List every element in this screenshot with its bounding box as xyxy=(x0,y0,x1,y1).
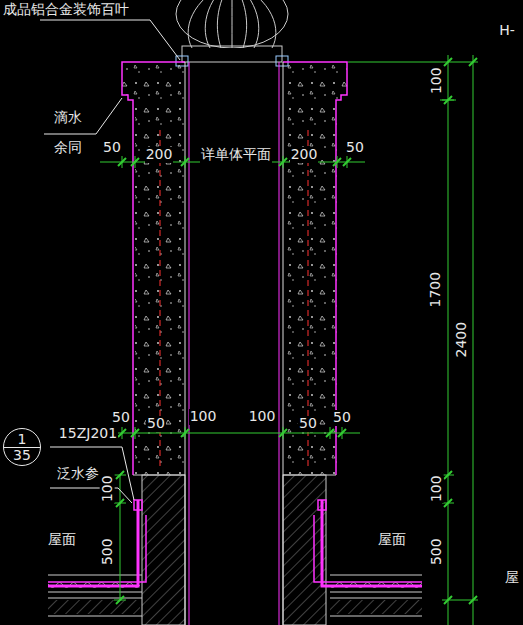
sealant xyxy=(134,500,142,510)
grid-label: H- xyxy=(498,23,516,38)
dimension-line xyxy=(442,55,478,625)
dimension-text: 100 xyxy=(428,475,443,504)
callout-text: 泛水参 xyxy=(56,466,100,481)
dimension-text: 1700 xyxy=(428,271,443,309)
flashing xyxy=(322,500,422,586)
brick-wall xyxy=(283,475,326,625)
dimension-tick xyxy=(116,58,477,604)
dimension-text: 100 xyxy=(248,409,277,424)
dimension-text: 50 xyxy=(102,140,122,155)
callout-number: 35 xyxy=(4,448,40,462)
roof-slab xyxy=(330,578,422,590)
roof-label: 屋面 xyxy=(377,532,407,547)
dimension-tick xyxy=(444,58,477,604)
dimension-text: 100 xyxy=(99,475,114,504)
dimension-text: 50 xyxy=(332,410,352,425)
ventilator xyxy=(188,0,276,48)
brick-wall xyxy=(142,475,185,625)
dimension-line xyxy=(473,55,474,625)
dimension-text: 50 xyxy=(146,416,166,431)
dimension-text: 2400 xyxy=(454,321,469,359)
detail-callout: 135 xyxy=(3,428,41,466)
flue-finish xyxy=(279,62,280,625)
dimension-line xyxy=(348,62,442,63)
leader-line xyxy=(50,488,132,503)
concrete-wall xyxy=(122,62,347,475)
dimension-text: 50 xyxy=(298,416,318,431)
callout-text: 余同 xyxy=(53,140,83,155)
flue-finish xyxy=(189,62,190,625)
flue-wall xyxy=(185,62,186,625)
flue-wall xyxy=(283,62,284,625)
roof-label: 屋面 xyxy=(47,532,77,547)
dimension-line xyxy=(100,55,478,625)
dimension-text: 50 xyxy=(111,410,131,425)
dimension-text: 100 xyxy=(189,409,218,424)
dimension-text: 200 xyxy=(290,147,319,162)
roof-slab xyxy=(48,575,422,616)
dimension-text: 200 xyxy=(145,147,174,162)
roof-slab xyxy=(48,600,140,614)
roof-slab xyxy=(48,578,140,590)
leader-line xyxy=(40,20,180,503)
dimension-line xyxy=(114,475,126,600)
callout-text: 成品铝合金装饰百叶 xyxy=(2,2,130,17)
leader-line xyxy=(40,20,180,60)
concrete-wall xyxy=(122,62,185,475)
roof-label: 屋 xyxy=(504,570,520,585)
roof-slab xyxy=(48,575,422,616)
leader-line xyxy=(44,98,122,134)
dimension-text: 100 xyxy=(428,67,443,96)
dimension-text: 50 xyxy=(345,140,365,155)
dimension-text: 500 xyxy=(428,538,443,567)
dimension-text: 详单体平面 xyxy=(200,147,272,162)
ventilator xyxy=(176,0,288,48)
dimension-text: 500 xyxy=(99,538,114,567)
callout-text: 滴水 xyxy=(53,110,83,125)
roof-slab xyxy=(330,600,422,614)
callout-number: 1 xyxy=(4,432,40,446)
flashing xyxy=(314,515,422,582)
flashing xyxy=(48,515,146,582)
dimension-tick xyxy=(116,471,124,604)
flashing xyxy=(48,500,138,586)
ventilator xyxy=(176,0,288,48)
reference-text: 15ZJ201 xyxy=(58,426,118,441)
ventilator-base xyxy=(182,46,282,62)
sealant xyxy=(318,500,326,510)
finish-line xyxy=(122,62,185,475)
